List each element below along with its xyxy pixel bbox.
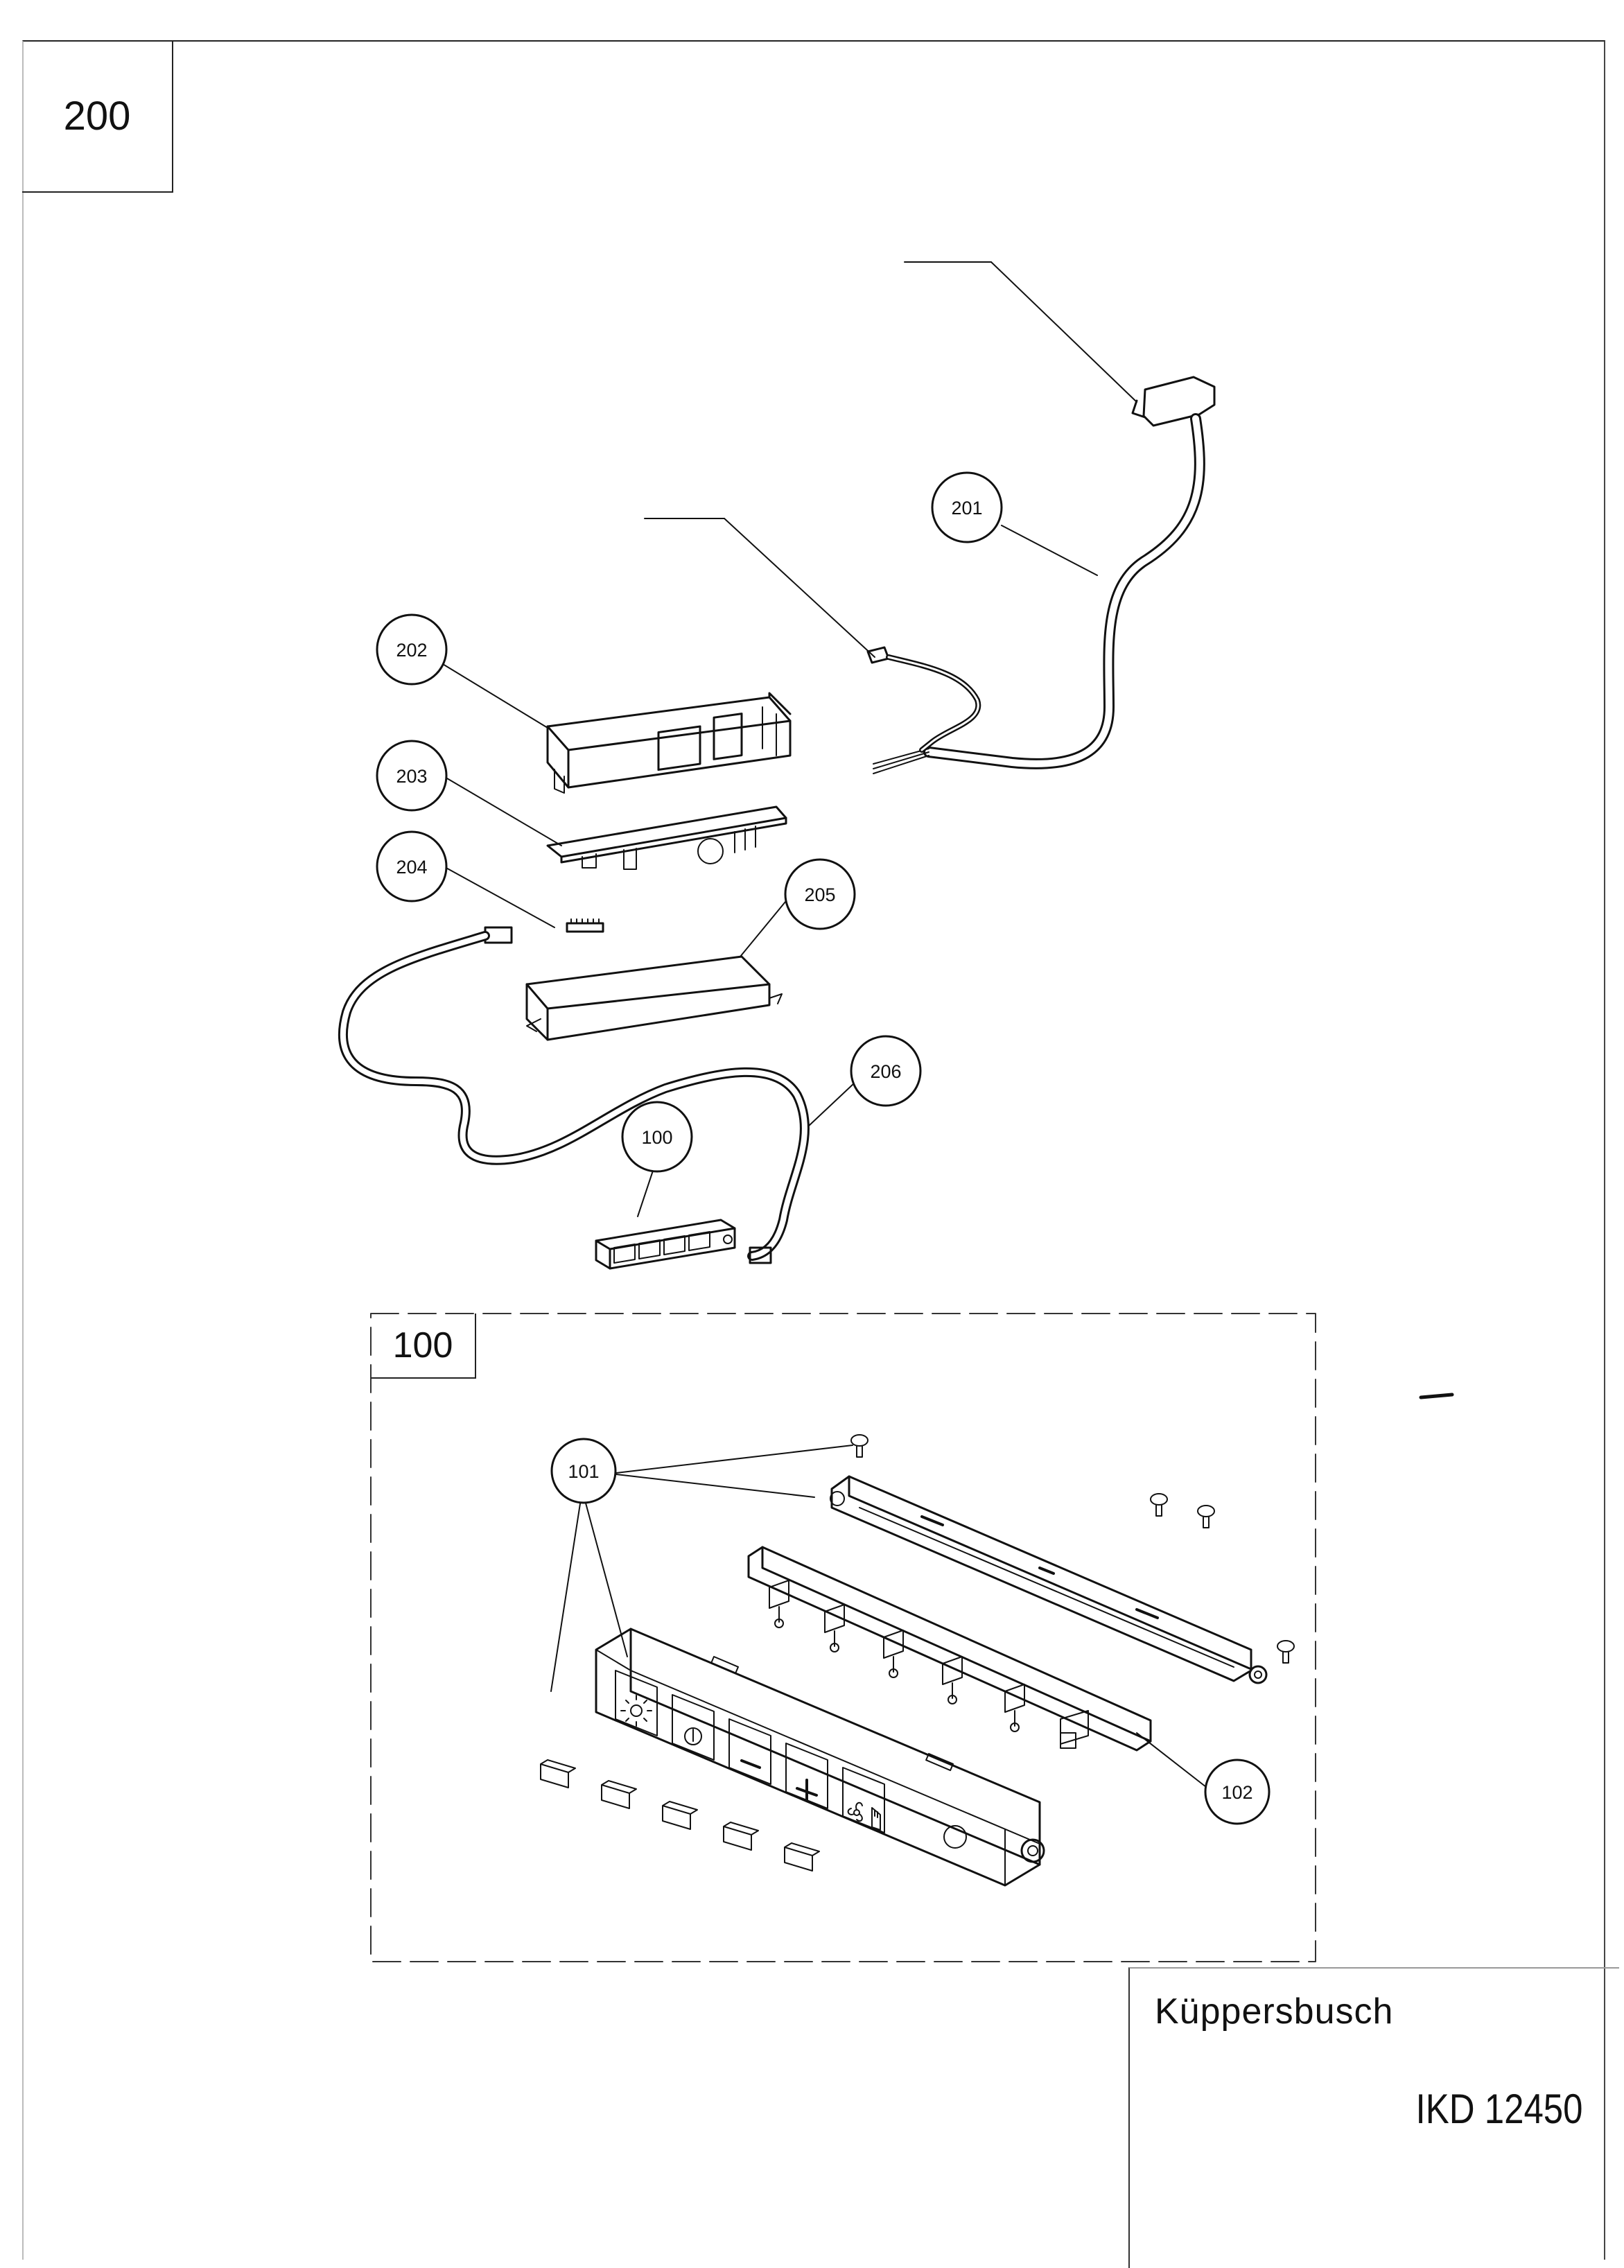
- key-power: [672, 1694, 715, 1761]
- svg-text:205: 205: [804, 884, 835, 905]
- svg-text:204: 204: [396, 857, 427, 878]
- callout-201: 201: [931, 471, 1003, 543]
- plus-icon: [796, 1779, 818, 1802]
- key-fan: [842, 1767, 885, 1833]
- part-101-screws-and-bracket: [550, 1434, 1295, 1692]
- part-205-mounting-tray: [525, 897, 789, 1041]
- detail-frame: [370, 1313, 1316, 1962]
- part-202-housing-cover: [419, 649, 792, 794]
- callout-101: 101: [550, 1438, 617, 1504]
- cable-201-outer: [923, 413, 1205, 769]
- callout-102: 102: [1204, 1759, 1271, 1825]
- power-icon: [684, 1727, 702, 1745]
- callout-204: 204: [376, 830, 448, 902]
- minus-icon: [740, 1759, 761, 1769]
- svg-text:101: 101: [568, 1461, 599, 1482]
- key-minus: [728, 1718, 771, 1785]
- part-201-power-cable: [873, 261, 1216, 774]
- part-204-connector: [443, 866, 604, 933]
- page-number: 200: [22, 40, 173, 193]
- part-100-control-module: [595, 1164, 736, 1270]
- svg-text:100: 100: [641, 1127, 672, 1148]
- part-102-switch-board: [747, 1546, 1207, 1788]
- callout-202: 202: [376, 613, 448, 686]
- model-number: IKD 12450: [1415, 2086, 1583, 2132]
- detail-number: 100: [371, 1314, 476, 1379]
- svg-text:202: 202: [396, 640, 427, 661]
- svg-text:102: 102: [1221, 1782, 1252, 1803]
- part-203-circuit-board: [443, 713, 787, 870]
- mains-connector: [1142, 376, 1216, 427]
- key-plus: [785, 1743, 828, 1809]
- button-keys: [615, 1670, 885, 1833]
- callout-205: 205: [784, 858, 856, 930]
- title-block: Küppersbusch IKD 12450: [1128, 1967, 1619, 2268]
- callout-206: 206: [850, 1035, 922, 1107]
- svg-text:203: 203: [396, 766, 427, 787]
- light-icon: [620, 1695, 652, 1727]
- drawing-sheet-border: [22, 40, 1605, 2260]
- svg-text:206: 206: [870, 1061, 901, 1082]
- fan-icon: [847, 1802, 881, 1831]
- part-206-ribbon-cable: [338, 926, 855, 1264]
- callout-203: 203: [376, 740, 448, 812]
- key-light: [615, 1670, 658, 1736]
- svg-text:201: 201: [951, 498, 982, 518]
- brand-name: Küppersbusch: [1155, 1991, 1394, 2032]
- lead-wire: [644, 518, 981, 753]
- control-panel-housing: [595, 1628, 1045, 1887]
- key-caps: [540, 1759, 820, 1872]
- callout-100: 100: [621, 1101, 693, 1173]
